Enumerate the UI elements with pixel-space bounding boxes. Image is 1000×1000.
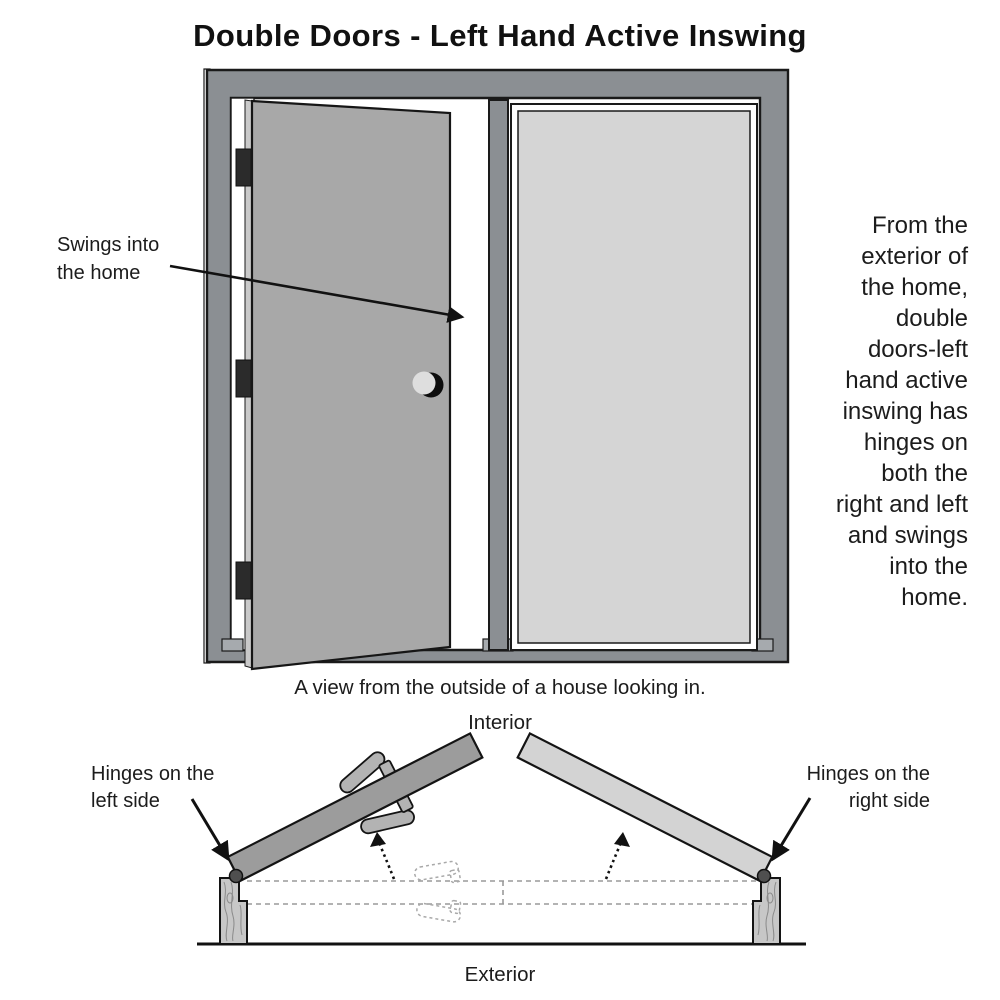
plan-right-hinge-pin [756,868,772,884]
plan-left-hinge-pin [228,868,244,884]
description-note: From the exterior of the home, double do… [835,212,968,611]
left-jamb-foot [221,638,244,652]
door-lever-interior-icon [339,751,386,794]
center-mullion [488,99,509,651]
plan-inactive-door [516,731,774,883]
wood-grain-texture [757,881,777,942]
hinge-middle-icon [235,359,252,398]
door-knob-icon [412,371,444,398]
swing-annotation-arrow [169,264,465,323]
plan-active-door [226,731,484,883]
wood-grain-texture [223,881,243,942]
swing-arc-right [604,832,630,880]
swing-arc-left [370,832,396,880]
swing-into-home-label: Swings into the home [57,234,160,284]
door-lever-exterior-icon [360,809,415,835]
exterior-label: Exterior [464,963,536,986]
plan-view [190,731,812,946]
hinge-bottom-icon [235,561,252,600]
plan-right-post [752,877,781,945]
front-view [169,68,790,671]
active-door [250,99,452,671]
interior-label: Interior [468,711,532,734]
left-hinge-arrow [190,798,230,862]
inactive-door [510,103,758,651]
ghost-door-outline [247,880,758,905]
ghost-lever-outlines [413,860,462,923]
right-hinge-arrow [771,797,812,862]
front-view-caption: A view from the outside of a house looki… [294,676,706,699]
hinge-top-icon [235,148,252,187]
hinges-left-label: Hinges on the left side [91,763,215,812]
page-title: Double Doors - Left Hand Active Inswing [193,18,807,53]
hinges-right-label: Hinges on the right side [806,763,930,812]
plan-left-post [219,877,248,945]
